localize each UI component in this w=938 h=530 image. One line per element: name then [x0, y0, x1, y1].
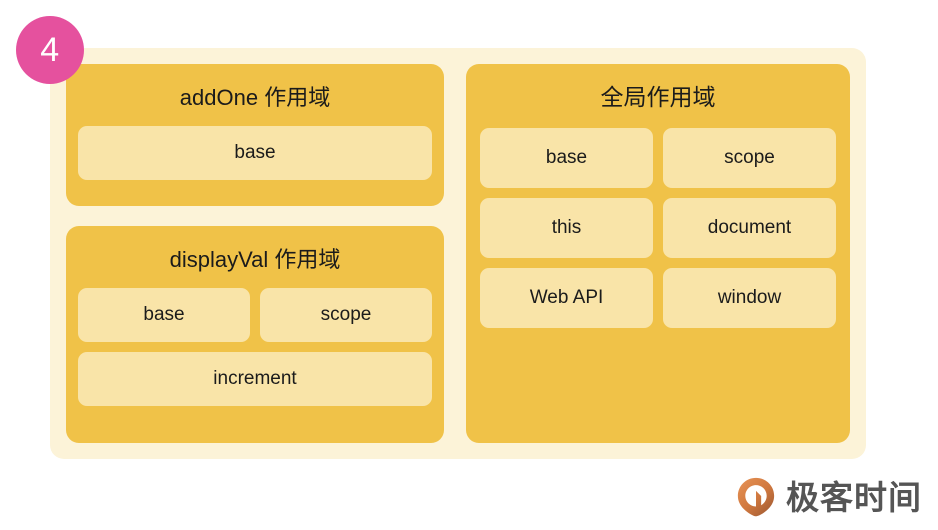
scope-panel-addone: addOne 作用域 base: [66, 64, 444, 206]
global-scope-column: 全局作用域 base scope this document Web API w…: [466, 64, 850, 443]
brand-watermark: 极客时间: [735, 476, 922, 518]
geektime-pin-logo-icon: [735, 476, 777, 518]
variable-chip-increment: increment: [78, 351, 432, 406]
variable-row: base: [78, 125, 432, 180]
scope-title-global: 全局作用域: [600, 84, 716, 110]
variable-chip-base: base: [480, 127, 653, 188]
scope-panel-global: 全局作用域 base scope this document Web API w…: [466, 64, 850, 443]
variable-row: increment: [78, 351, 432, 406]
brand-name-label: 极客时间: [786, 477, 922, 517]
scope-panel-displayval: displayVal 作用域 base scope increment: [66, 226, 444, 443]
variable-row: Web API window: [480, 267, 836, 328]
variable-row: base scope: [480, 127, 836, 188]
step-number-label: 4: [40, 31, 60, 69]
variable-chip-this: this: [480, 197, 653, 258]
variable-chip-web-api: Web API: [480, 267, 653, 328]
variable-chip-window: window: [663, 267, 836, 328]
step-number-badge: 4: [16, 16, 84, 84]
scope-title-displayval: displayVal 作用域: [169, 247, 341, 272]
scope-title-addone: addOne 作用域: [179, 85, 331, 110]
variable-chip-scope: scope: [663, 127, 836, 188]
variable-row: this document: [480, 197, 836, 258]
variable-chip-document: document: [663, 197, 836, 258]
scope-chain-diagram: addOne 作用域 base displayVal 作用域 base scop…: [50, 48, 866, 459]
variable-chip-base: base: [78, 287, 250, 342]
variable-chip-base: base: [78, 125, 432, 180]
variable-row: base scope: [78, 287, 432, 342]
function-scopes-column: addOne 作用域 base displayVal 作用域 base scop…: [66, 64, 444, 443]
variable-chip-scope: scope: [260, 287, 432, 342]
